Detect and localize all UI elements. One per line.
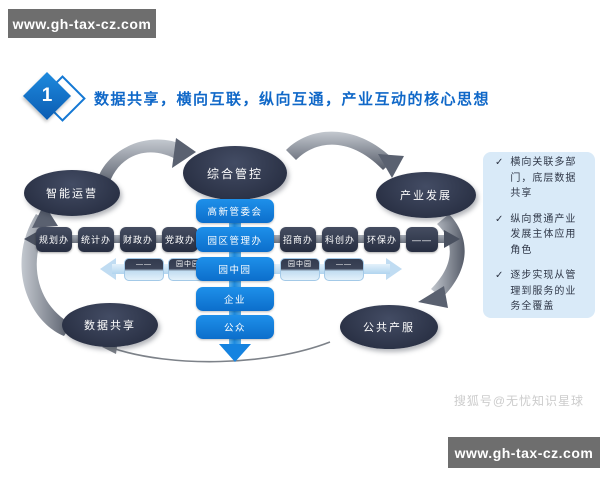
ellipse-data-sharing: 数据共享 — [62, 303, 158, 347]
dept-box: 统计办 — [78, 227, 114, 252]
bottom-curve-arrow — [111, 341, 331, 363]
dept-box: 科创办 — [322, 227, 358, 252]
summary-item: ✓ 横向关联多部门，底层数据共享 — [495, 155, 585, 202]
number-badge-icon: 1 — [22, 71, 86, 122]
summary-item: ✓ 纵向贯通产业发展主体应用角色 — [495, 212, 585, 259]
swoosh-left-to-top-arrowhead — [172, 138, 196, 168]
watermark-top-left: www.gh-tax-cz.com — [8, 9, 156, 38]
check-icon: ✓ — [495, 157, 505, 169]
check-icon: ✓ — [495, 270, 505, 282]
dept-box: 党政办 — [162, 227, 198, 252]
dept-box: 规划办 — [36, 227, 72, 252]
dept-box: 招商办 — [280, 227, 316, 252]
park-box: 园中园 — [280, 258, 320, 281]
summary-item: ✓ 逐步实现从管理到服务的业务全覆盖 — [495, 268, 585, 315]
swoosh-top-to-right-arrow — [286, 131, 394, 170]
swoosh-right-down-arrowhead — [418, 286, 448, 308]
ellipse-smart-operation: 智能运营 — [24, 170, 120, 216]
level-box-public: 公众 — [196, 315, 274, 339]
slide-header: 1 数据共享，横向互联，纵向互通，产业互动的核心思想 — [22, 71, 491, 122]
park-box: —— — [324, 258, 364, 281]
ellipse-industry-development: 产业发展 — [376, 172, 476, 218]
level-box-park-in-park: 园中园 — [196, 257, 274, 281]
swoosh-right-down-arrow — [431, 214, 465, 298]
ellipse-public-service: 公共产服 — [340, 305, 438, 349]
swoosh-top-to-right-arrowhead — [378, 154, 404, 178]
level-box-park-admin: 园区管理办 — [196, 227, 274, 252]
swoosh-left-up-arrowhead — [32, 204, 58, 228]
swoosh-left-to-top-arrow — [96, 139, 186, 188]
level-box-enterprise: 企业 — [196, 287, 274, 311]
summary-text: 纵向贯通产业发展主体应用角色 — [510, 213, 577, 256]
row-right-arrowhead — [444, 230, 460, 248]
watermark-sohu: 搜狐号@无忧知识星球 — [453, 394, 584, 408]
page-title: 数据共享，横向互联，纵向互通，产业互动的核心思想 — [94, 90, 491, 108]
watermark-bottom-right: www.gh-tax-cz.com — [448, 437, 600, 468]
check-icon: ✓ — [495, 213, 505, 225]
park-box: —— — [124, 258, 164, 281]
dept-box: —— — [406, 227, 438, 252]
dept-box: 财政办 — [120, 227, 156, 252]
vertical-down-arrowhead — [219, 344, 251, 362]
badge-number: 1 — [41, 85, 53, 106]
summary-text: 横向关联多部门，底层数据共享 — [510, 157, 577, 200]
light-row-right-arrowhead — [386, 258, 402, 280]
level-box-committee: 高新管委会 — [196, 199, 274, 223]
ellipse-comprehensive-control: 综合管控 — [183, 146, 287, 200]
summary-text: 逐步实现从管理到服务的业务全覆盖 — [510, 270, 577, 313]
dept-box: 环保办 — [364, 227, 400, 252]
summary-panel: ✓ 横向关联多部门，底层数据共享 ✓ 纵向贯通产业发展主体应用角色 ✓ 逐步实现… — [483, 152, 595, 318]
light-row-left-arrowhead — [100, 258, 116, 280]
